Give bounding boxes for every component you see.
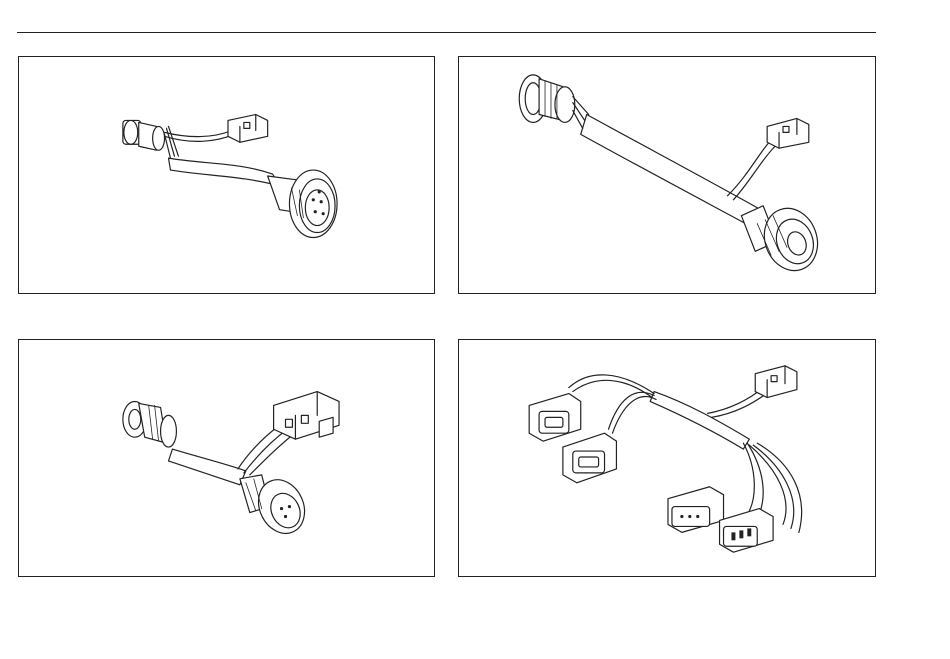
figure-panel-4: [458, 339, 876, 577]
header-rule: [17, 32, 876, 33]
figure-panel-2: [458, 56, 876, 294]
figure-panel-3: [18, 339, 435, 577]
cable-harness-icon: [459, 57, 875, 293]
cable-harness-icon: [459, 340, 875, 576]
cable-harness-icon: [19, 340, 434, 576]
cable-harness-icon: [19, 57, 434, 293]
figure-panel-1: [18, 56, 435, 294]
